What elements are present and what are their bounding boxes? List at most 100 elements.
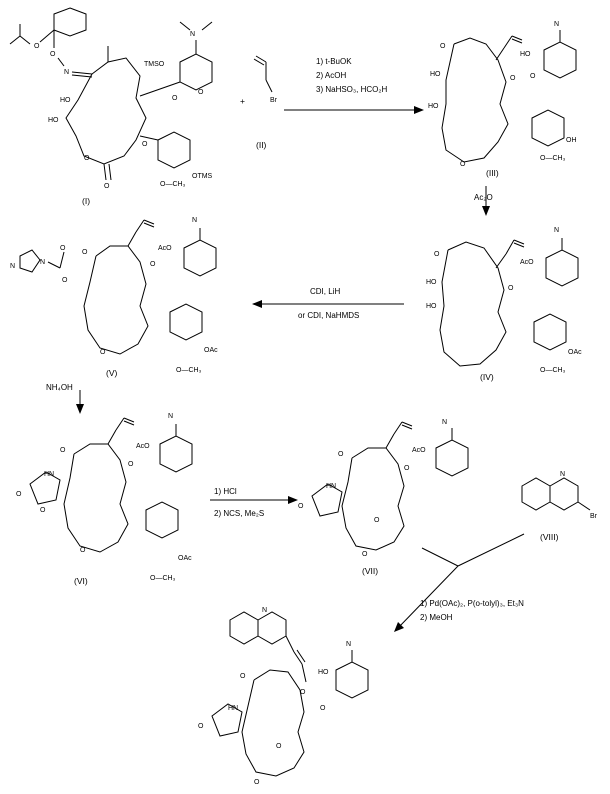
ketone-oxygen-5: O — [338, 451, 344, 458]
allyl-ether-oxygen-5: O — [404, 465, 410, 472]
tms-ether-left: TMSO — [144, 61, 165, 68]
methoxy-group-5: O—CH₃ — [150, 575, 176, 582]
ketal-oxygen: O — [34, 43, 40, 50]
glycosidic-oxygen-3: O — [530, 73, 536, 80]
compound-V-structure: N N O O O O N AcO O OAc O—CH₃ (V) — [10, 217, 218, 378]
glycosidic-oxygen-1: O — [172, 95, 178, 102]
lactone-oxygen: O — [84, 155, 90, 162]
hydroxyl-1: HO — [60, 97, 71, 104]
quinoline-nitrogen: N — [560, 471, 565, 478]
methoxy-group-3: O—CH₃ — [540, 367, 566, 374]
carbonyl-oxygen-7: O — [362, 551, 368, 558]
compound-VII-structure: O HN O O O N AcO O (VII) — [298, 419, 469, 576]
step1-arrow — [284, 106, 424, 114]
acetate-ester-3: AcO — [158, 245, 172, 252]
imidazole-nitrogen: N — [10, 263, 15, 270]
bromine-atom: Br — [270, 97, 278, 104]
reagent-step1-line2: 2) AcOH — [316, 71, 346, 80]
carbonyl-oxygen: O — [104, 183, 110, 190]
reagent-step6-line1: 1) Pd(OAc)₂, P(o-tolyl)₃, Et₃N — [420, 599, 524, 608]
oxazolidinone-nh: HN — [44, 471, 54, 478]
oxazolidinone-carbonyl-oxygen-2: O — [298, 503, 304, 510]
carbonyl-oxygen-10: O — [254, 779, 260, 786]
acetate-ester-1: AcO — [520, 259, 534, 266]
allyl-ether-oxygen-4: O — [128, 461, 134, 468]
dimethylamino-nitrogen-2: N — [554, 21, 559, 28]
allyl-ether-oxygen-6: O — [300, 689, 306, 696]
allyl-ether-oxygen-3: O — [150, 261, 156, 268]
compound-VI-label: (VI) — [74, 576, 88, 586]
ketone-oxygen-9: O — [276, 743, 282, 750]
hydroxyl-6: OH — [566, 137, 577, 144]
final-product-structure: N O O HN O O O N HO O — [198, 607, 369, 786]
allyl-ether-oxygen-1: O — [510, 75, 516, 82]
hydroxyl-4: HO — [428, 103, 439, 110]
plus-sign: + — [240, 96, 245, 106]
hydroxyl-3: HO — [430, 71, 441, 78]
dimethylamino-nitrogen-3: N — [554, 227, 559, 234]
compound-V-label: (V) — [106, 368, 118, 378]
hydroxyl-5: HO — [520, 51, 531, 58]
acetate-ester-7: AcO — [412, 447, 426, 454]
step4-arrow — [76, 390, 84, 414]
step6-arrow — [394, 533, 525, 632]
methoxy-group-4: O—CH₃ — [176, 367, 202, 374]
reagent-step5-line1: 1) HCl — [214, 487, 237, 496]
hydroxyl-8: HO — [426, 303, 437, 310]
sugar-ring-oxygen-1: O — [198, 89, 204, 96]
imidazole-nitrogen-2: N — [40, 259, 45, 266]
acetate-ester-5: AcO — [136, 443, 150, 450]
reagent-step3-line1: CDI, LiH — [310, 287, 340, 296]
glycosidic-oxygen-2: O — [142, 141, 148, 148]
compound-III-label: (III) — [486, 168, 499, 178]
compound-I-label: (I) — [82, 196, 90, 206]
step3-arrow — [252, 300, 404, 308]
compound-IV-structure: O HO HO O N AcO OAc O—CH₃ (IV) — [426, 227, 582, 382]
compound-VIII-structure: N Br (VIII) — [521, 471, 598, 542]
reagent-step5-line2: 2) NCS, Me₂S — [214, 509, 264, 518]
lactone-oxygen-3: O — [100, 349, 106, 356]
reagent-step6-line2: 2) MeOH — [420, 613, 453, 622]
hydroxyl-7: HO — [426, 279, 437, 286]
oxime-oxygen: O — [50, 51, 56, 58]
dimethylamino-nitrogen-6: N — [442, 419, 447, 426]
ketone-oxygen: O — [440, 43, 446, 50]
ketone-oxygen-6: O — [374, 517, 380, 524]
compound-VII-label: (VII) — [362, 566, 378, 576]
oxazolidinone-carbonyl-oxygen-3: O — [198, 723, 204, 730]
compound-VI-structure: O HN O O O N AcO O OAc O—CH₃ (VI) — [16, 413, 193, 586]
reagent-step4: NH₄OH — [46, 383, 73, 392]
compound-VIII-label: (VIII) — [540, 532, 559, 542]
compound-III-structure: O HO HO O O N HO O OH O—CH₃ (III) — [428, 21, 577, 178]
carbamate-carbonyl-oxygen: O — [60, 245, 66, 252]
dimethylamino-nitrogen-4: N — [192, 217, 197, 224]
ketone-oxygen-3: O — [82, 249, 88, 256]
hydroxyl-9: HO — [318, 669, 329, 676]
ketone-oxygen-2: O — [434, 251, 440, 258]
dimethylamino-nitrogen-7: N — [346, 641, 351, 648]
acetate-ester-2: OAc — [568, 349, 582, 356]
compound-I-structure: O O N HO HO O O TMSO O N O O OTMS O—CH₃ — [9, 7, 213, 206]
oxazolidinone-oxygen: O — [40, 507, 46, 514]
allyl-ether-oxygen-2: O — [508, 285, 514, 292]
oxazolidinone-nh-3: HN — [228, 705, 238, 712]
methoxy-group-1: O—CH₃ — [160, 181, 186, 188]
step5-arrow — [210, 496, 298, 504]
hydroxyl-2: HO — [48, 117, 59, 124]
acetate-ester-4: OAc — [204, 347, 218, 354]
lactone-oxygen-4: O — [80, 547, 86, 554]
ketone-oxygen-4: O — [60, 447, 66, 454]
dimethylamino-nitrogen-5: N — [168, 413, 173, 420]
glycosidic-oxygen-4: O — [320, 705, 326, 712]
compound-II-label: (II) — [256, 140, 267, 150]
reagent-step1-line3: 3) NaHSO₃, HCO₂H — [316, 85, 387, 94]
quinoline-bromine: Br — [590, 513, 598, 520]
tms-ether-right: OTMS — [192, 173, 213, 180]
ketone-oxygen-8: O — [240, 673, 246, 680]
compound-II-structure: Br (II) — [253, 55, 278, 150]
oxazolidinone-carbonyl-oxygen: O — [16, 491, 22, 498]
compound-IV-label: (IV) — [480, 372, 494, 382]
quinoline-nitrogen-2: N — [262, 607, 267, 614]
acetate-ester-6: OAc — [178, 555, 192, 562]
